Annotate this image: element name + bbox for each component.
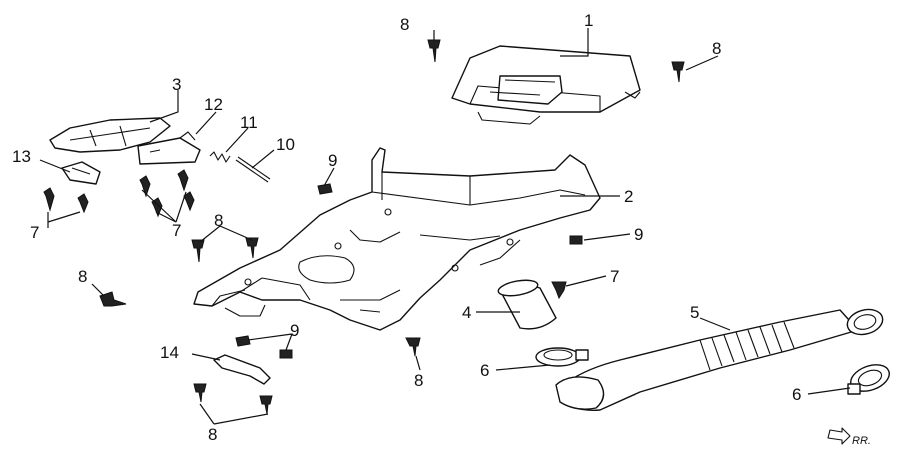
part-14-bracket xyxy=(213,354,271,385)
label-9a: 9 xyxy=(328,151,337,170)
screw-8-f xyxy=(405,337,421,357)
rivet-7-c xyxy=(139,175,151,198)
leader-lines xyxy=(39,28,851,425)
label-7b: 7 xyxy=(172,221,181,240)
part-5-hose xyxy=(555,308,884,411)
direction-marker: RR. xyxy=(827,427,871,447)
direction-arrow-icon xyxy=(827,427,851,445)
screw-8-b xyxy=(671,61,685,83)
clip-9-c xyxy=(235,335,251,347)
label-12: 12 xyxy=(204,95,223,114)
screw-8-h xyxy=(259,395,273,415)
label-9b: 9 xyxy=(634,225,643,244)
label-13: 13 xyxy=(12,147,31,166)
label-8d: 8 xyxy=(78,267,87,286)
label-5: 5 xyxy=(690,303,699,322)
callout-labels: 1 2 3 4 5 6 6 7 7 7 8 8 8 8 8 8 9 9 9 10… xyxy=(12,11,801,444)
screw-8-g xyxy=(193,383,207,403)
label-14: 14 xyxy=(160,343,179,362)
direction-label: RR. xyxy=(852,435,871,447)
label-7a: 7 xyxy=(30,223,39,242)
rivet-7-g xyxy=(551,281,567,300)
label-8c: 8 xyxy=(214,211,223,230)
part-6-clamp-b xyxy=(847,364,890,395)
rivet-7-e xyxy=(177,169,189,192)
part-6-clamp-a xyxy=(535,347,589,367)
screw-8-e xyxy=(99,291,127,307)
part-1-top-cover xyxy=(451,45,641,125)
rivet-7-b xyxy=(77,193,89,214)
part-10-pin xyxy=(235,156,271,183)
label-4: 4 xyxy=(462,303,471,322)
part-2-frame-cover xyxy=(193,147,601,331)
part-3-bracket xyxy=(49,117,171,153)
label-1: 1 xyxy=(584,11,593,30)
part-11-spring xyxy=(209,151,231,163)
label-3: 3 xyxy=(172,75,181,94)
label-8f: 8 xyxy=(208,425,217,444)
clip-9-b xyxy=(569,235,583,245)
label-8a: 8 xyxy=(400,15,409,34)
label-6a: 6 xyxy=(480,361,489,380)
label-7c: 7 xyxy=(610,267,619,286)
clip-9-a xyxy=(317,183,333,195)
label-9c: 9 xyxy=(290,321,299,340)
screw-8-d xyxy=(245,237,259,259)
label-8e: 8 xyxy=(414,371,423,390)
label-10: 10 xyxy=(276,135,295,154)
part-13-clip xyxy=(61,161,101,185)
rivet-7-f xyxy=(183,191,195,212)
label-6b: 6 xyxy=(792,385,801,404)
rivet-7-a xyxy=(43,187,55,212)
screw-8-a xyxy=(427,39,441,63)
label-11: 11 xyxy=(240,113,258,132)
part-12-plate xyxy=(137,131,201,165)
label-2: 2 xyxy=(624,187,633,206)
label-8b: 8 xyxy=(712,39,721,58)
clip-9-d xyxy=(279,349,293,359)
part-4-tube xyxy=(497,279,557,330)
screw-8-c xyxy=(191,239,205,263)
